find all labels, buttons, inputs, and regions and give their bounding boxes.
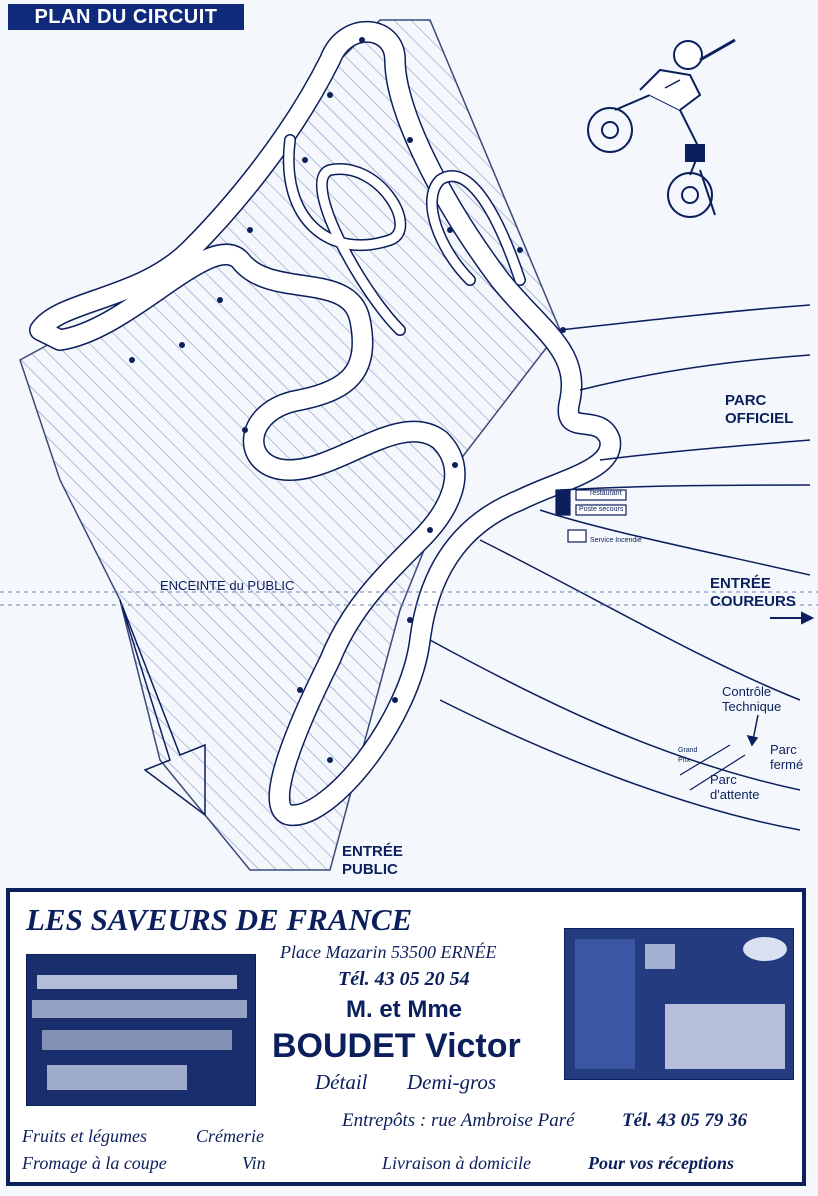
- fire-service-block: [567, 529, 587, 543]
- label-enceinte-public: ENCEINTE du PUBLIC: [160, 578, 295, 593]
- ad-receptions: Pour vos réceptions: [588, 1153, 734, 1173]
- ad-title: LES SAVEURS DE FRANCE: [26, 902, 413, 937]
- controle-arrow-icon: [746, 714, 759, 747]
- label-poste-secours: Poste secours: [579, 506, 624, 513]
- label-grand-prix: Grand Prix: [678, 747, 698, 764]
- circuit-map-drawing: [0, 19, 818, 871]
- public-entrance-arrow: [119, 599, 206, 817]
- ad-product-cremerie: Crémerie: [196, 1126, 264, 1146]
- motocross-rider-illustration: [587, 38, 736, 218]
- label-parc-officiel: PARC OFFICIEL: [725, 392, 794, 427]
- label-parc-attente: Parc d'attente: [710, 772, 760, 802]
- ad-phone-2: Tél. 43 05 79 36: [622, 1110, 748, 1131]
- road-entree-coureurs: [479, 539, 801, 701]
- page-title: PLAN DU CIRCUIT: [8, 4, 244, 30]
- ad-livraison: Livraison à domicile: [382, 1153, 531, 1173]
- advertisement: LES SAVEURS DE FRANCE Place M: [6, 888, 806, 1186]
- track-markers: [129, 37, 566, 763]
- restaurant-block: [575, 489, 627, 501]
- label-entree-public: ENTRÉE PUBLIC: [342, 843, 403, 878]
- ad-phone-1: Tél. 43 05 20 54: [338, 968, 470, 990]
- market-stall-photo: [26, 954, 256, 1106]
- ad-product-fromage: Fromage à la coupe: [22, 1153, 167, 1173]
- ad-owners-prefix: M. et Mme: [346, 996, 463, 1023]
- label-service-incendie: Service Incendie: [590, 537, 642, 544]
- ad-owners-name: BOUDET Victor: [272, 1027, 521, 1065]
- road-parc-officiel: [559, 304, 811, 331]
- label-parc-ferme: Parc fermé: [770, 742, 804, 772]
- label-controle-technique: Contrôle Technique: [722, 684, 782, 714]
- first-aid-block: [575, 504, 627, 516]
- ad-product-vin: Vin: [242, 1153, 266, 1173]
- arrow-right-icon: [770, 611, 815, 625]
- circuit-map: PARC OFFICIEL ENTRÉE COUREURS ENCEINTE d…: [0, 19, 818, 878]
- label-entree-coureurs: ENTRÉE COUREURS: [710, 575, 796, 610]
- ad-demi-gros: Demi-gros: [407, 1070, 497, 1094]
- ad-detail: Détail: [315, 1070, 368, 1094]
- shop-interior-photo: [564, 928, 794, 1080]
- ad-address: Place Mazarin 53500 ERNÉE: [280, 942, 497, 962]
- label-restaurant: restaurant: [590, 490, 622, 497]
- ad-entrepots: Entrepôts : rue Ambroise Paré: [342, 1110, 575, 1131]
- ad-product-fruits: Fruits et légumes: [22, 1126, 147, 1146]
